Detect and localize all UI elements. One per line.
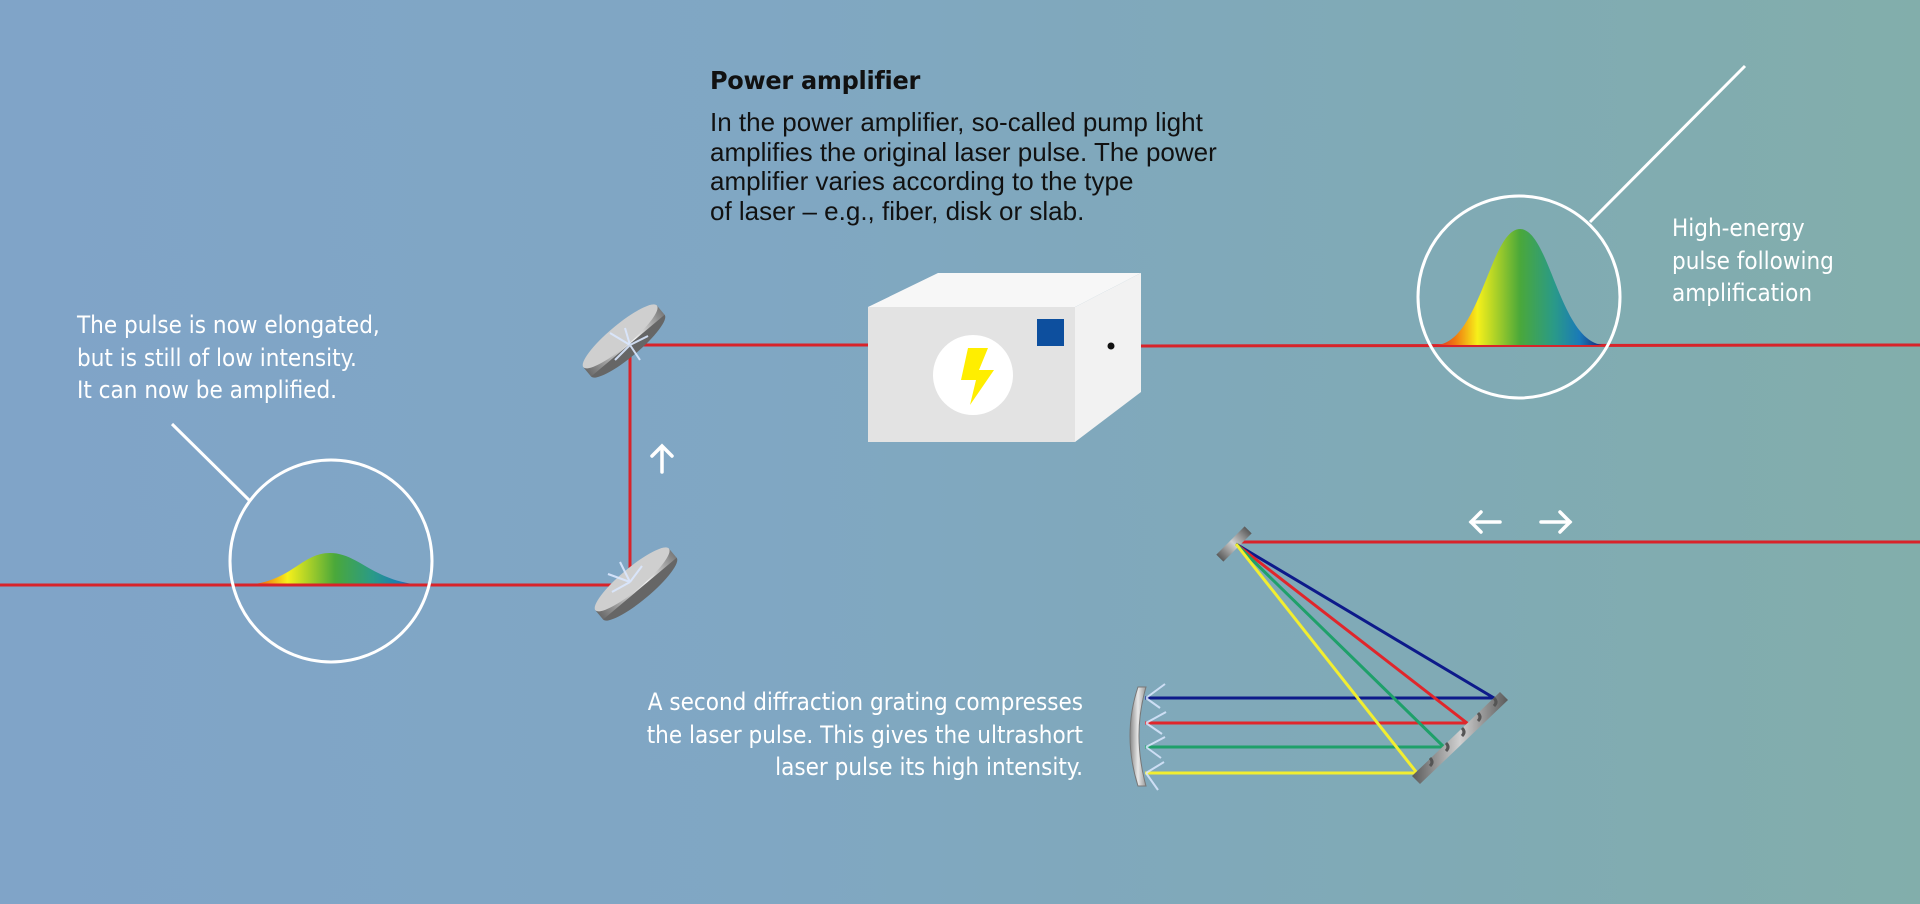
description-line: of laser – e.g., fiber, disk or slab. [710, 195, 1085, 226]
compressor-curved-mirror [1129, 683, 1167, 791]
caption-line: It can now be amplified. [77, 376, 338, 404]
up-arrow-icon [650, 443, 674, 474]
lightning-bolt-icon [961, 348, 994, 405]
power-amplifier-description: In the power amplifier, so-called pump l… [710, 107, 1270, 226]
caption-line: The pulse is now elongated, [77, 311, 380, 339]
caption-line: High-energy [1672, 214, 1805, 242]
power-amplifier-heading: Power amplifier [710, 66, 921, 95]
diffraction-grating [1412, 692, 1508, 784]
laser-beam-amplified-output [1111, 343, 1920, 348]
caption-line: but is still of low intensity. [77, 343, 357, 372]
mirror-reflection-sparkle [607, 561, 643, 593]
magnifier-circle [1416, 194, 1622, 400]
description-line: amplifies the original laser pulse. The … [710, 136, 1217, 167]
compression-grating-caption: A second diffraction grating compresses … [647, 686, 1083, 784]
elongated-pulse-caption: The pulse is now elongated, but is still… [77, 309, 380, 407]
caption-line: the laser pulse. This gives the ultrasho… [646, 720, 1083, 749]
magnifier-circle [228, 458, 434, 664]
dispersed-spectrum-beams [1145, 542, 1500, 775]
right-arrow-icon [1539, 510, 1573, 534]
caption-line: A second diffraction grating compresses [647, 688, 1083, 716]
red-beam [1145, 542, 1472, 725]
description-line: In the power amplifier, so-called pump l… [710, 107, 1203, 137]
amplifier-side-face [1075, 273, 1141, 442]
amplifier-indicator-square [1037, 319, 1064, 346]
blue-beam [1145, 542, 1500, 700]
caption-line: amplification [1672, 279, 1813, 307]
compressor-small-mirror [1216, 526, 1252, 562]
caption-line: laser pulse its high intensity. [775, 753, 1083, 781]
power-amplifier-box [868, 273, 1141, 442]
high-energy-pulse-shape [1435, 229, 1605, 345]
high-energy-pulse-magnifier [1416, 64, 1747, 400]
green-beam [1145, 542, 1448, 749]
amplifier-top-face [868, 273, 1141, 307]
description-line: amplifier varies according to the type [710, 166, 1134, 196]
amplifier-output-port [1107, 342, 1115, 350]
high-energy-pulse-caption: High-energy pulse following amplificatio… [1672, 212, 1834, 310]
low-intensity-pulse-shape [240, 553, 430, 585]
callout-pointer [1588, 64, 1747, 224]
left-arrow-icon [1468, 510, 1502, 534]
caption-line: pulse following [1672, 246, 1834, 275]
callout-pointer [170, 422, 252, 503]
mirror-reflection-sparkle [609, 327, 649, 361]
low-intensity-pulse-magnifier [170, 422, 434, 664]
